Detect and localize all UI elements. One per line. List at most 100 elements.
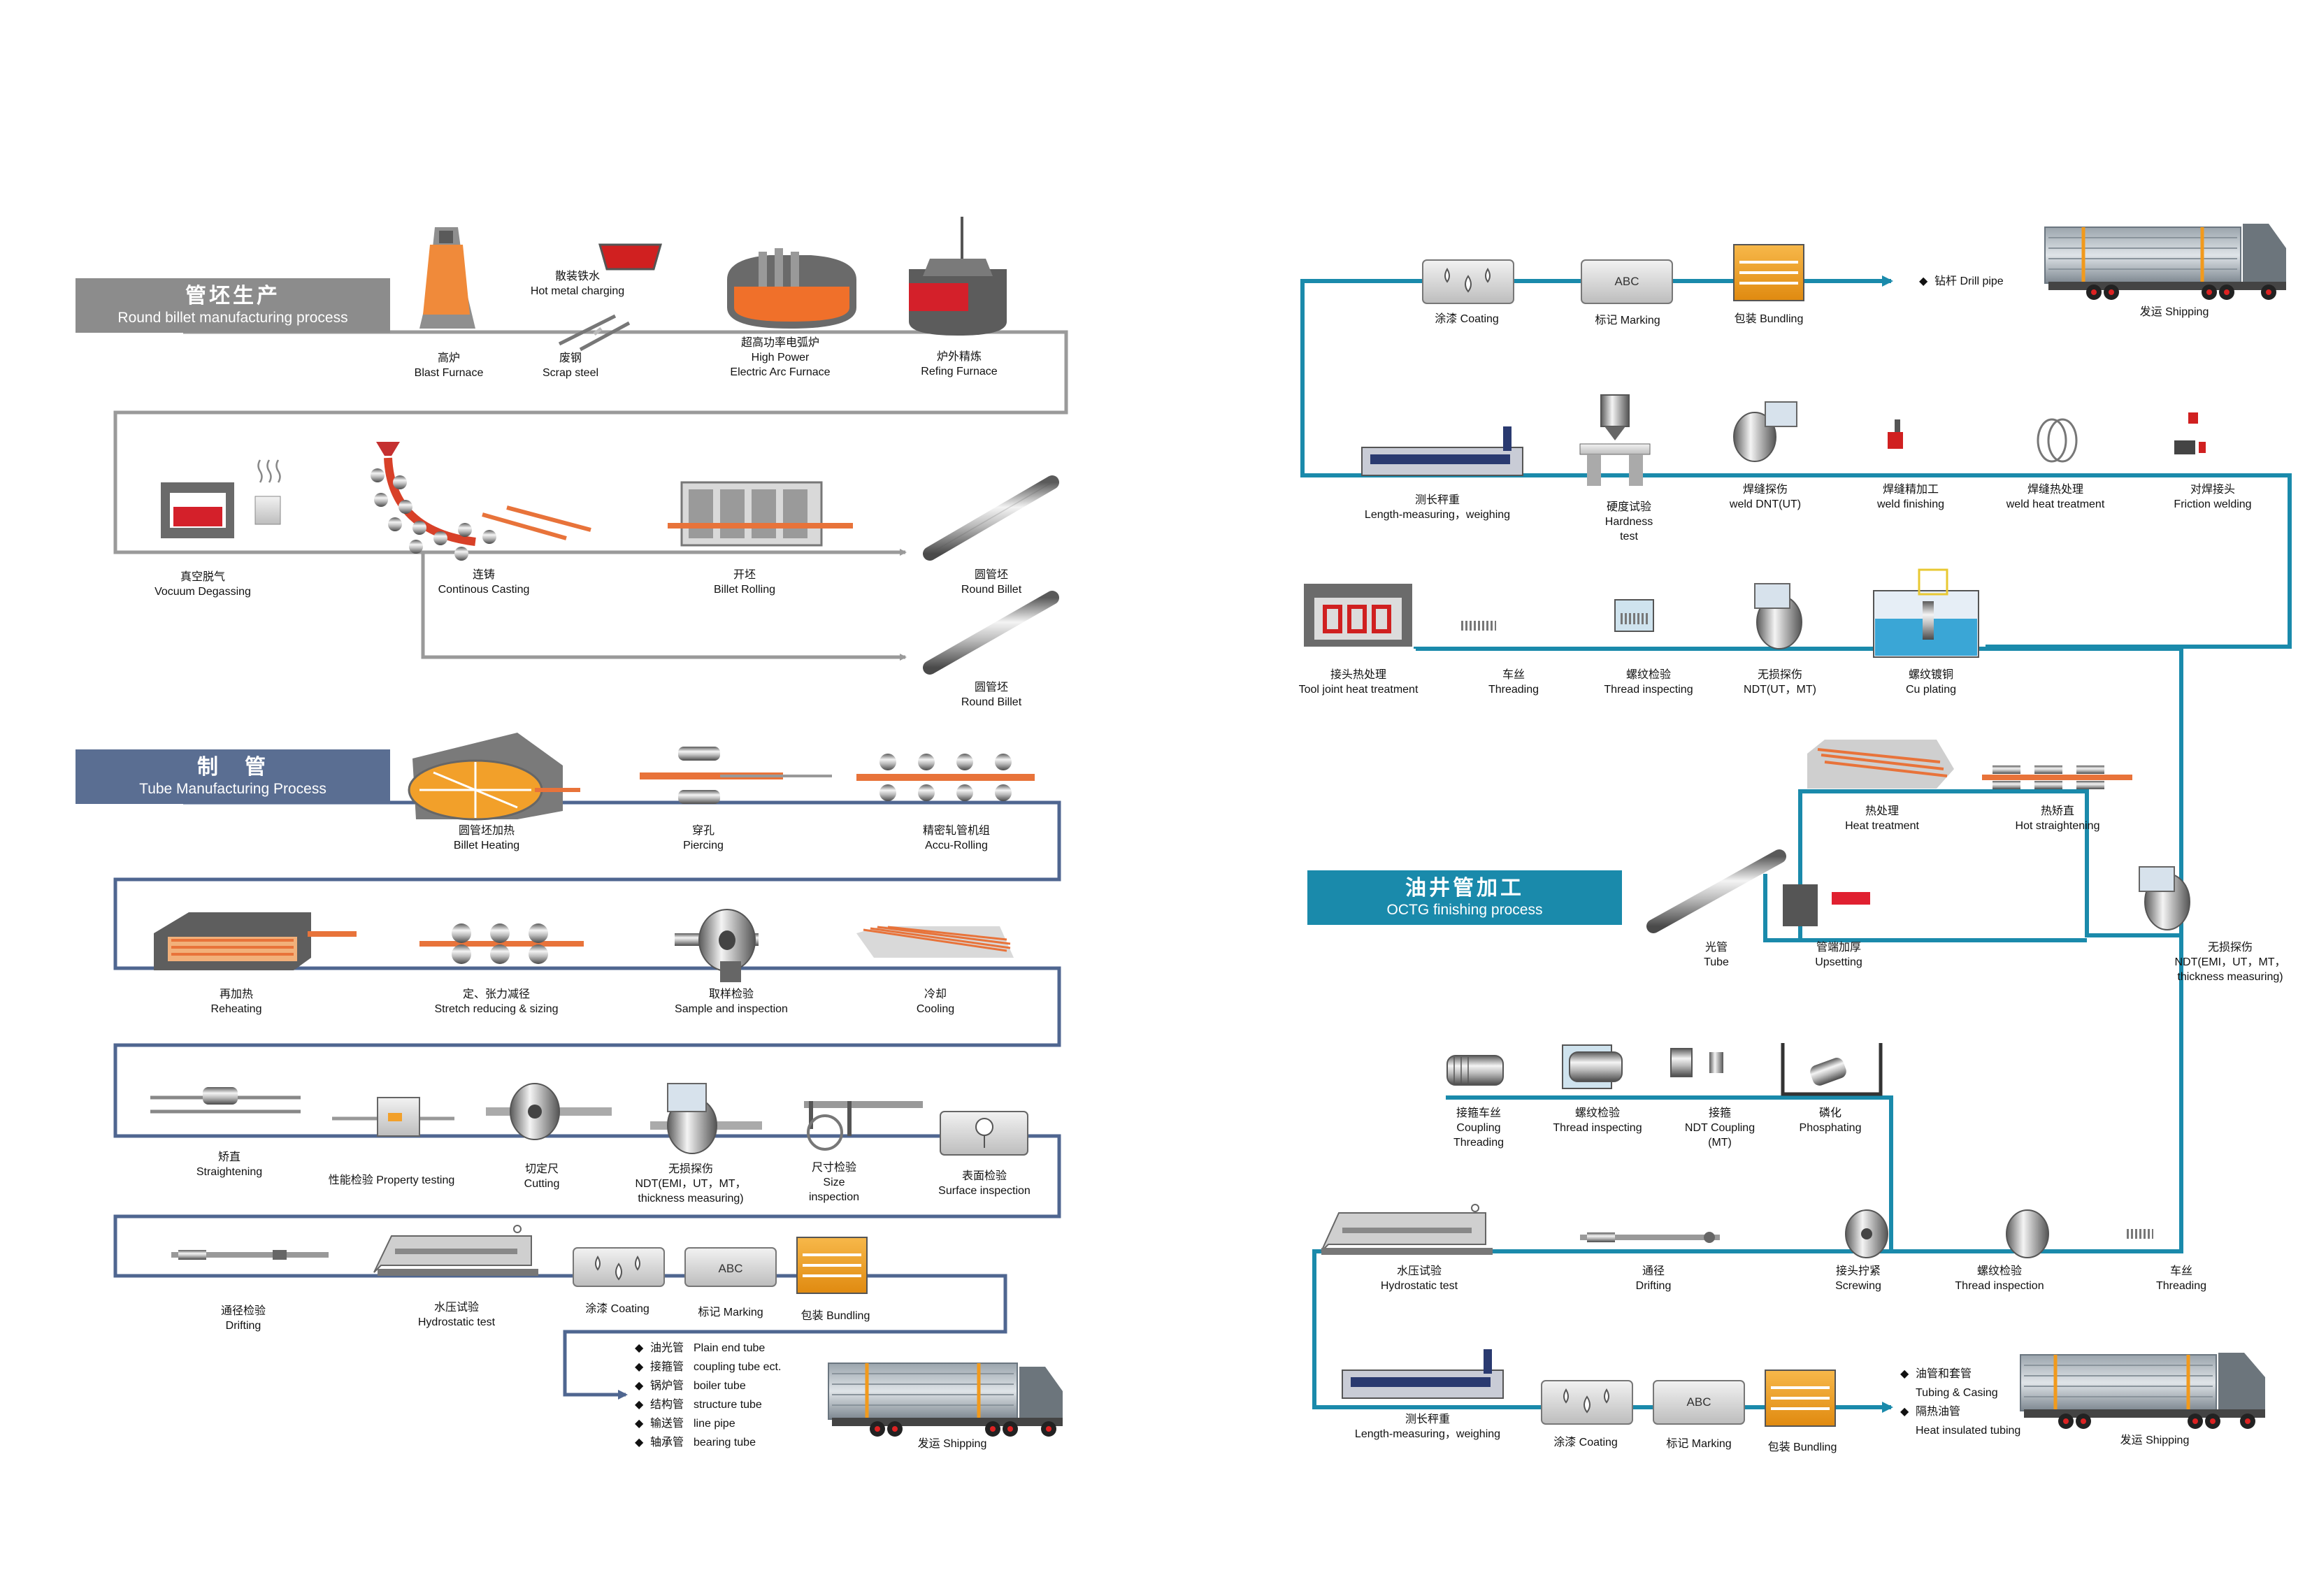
ndt-tube-icon (650, 1083, 762, 1154)
accu-rolling-icon (856, 754, 1035, 801)
tube-flow-lines (113, 800, 1061, 1400)
step-bundling: 包装 Bundling (800, 1310, 870, 1322)
list-item: ◆隔热油管 (1900, 1406, 1961, 1418)
upsetting-icon (1783, 884, 1926, 926)
coating-icon-left (573, 1247, 665, 1287)
thread-inspect-icon-2 (1562, 1044, 1623, 1089)
hardness-test-icon (1579, 394, 1651, 486)
billet-section-title-zh: 管坯生产 (185, 285, 280, 308)
coupling-ndt-icon (1670, 1048, 1751, 1077)
octg-step-shipping-bottom: 发运 Shipping (2120, 1435, 2190, 1446)
bundling-icon-right-bottom (1765, 1369, 1836, 1427)
ndt-icon-1 (1748, 583, 1860, 649)
billet-section-header: 管坯生产 Round billet manufacturing process (76, 278, 390, 333)
reheating-furnace-icon (154, 912, 357, 970)
coupling-threading-icon (1446, 1055, 1504, 1086)
round-billet-icon-2 (923, 591, 1059, 675)
property-testing-icon (332, 1097, 454, 1137)
tube-section-header: 制 管 Tube Manufacturing Process (76, 749, 390, 804)
friction-welding-icon (2171, 412, 2230, 454)
size-inspection-icon (804, 1101, 923, 1151)
cooling-bed-icon (856, 926, 1014, 958)
hot-straightening-icon (1982, 765, 2132, 789)
thread-inspect-icon-1 (1614, 599, 1709, 632)
list-item: Heat insulated tubing (1916, 1425, 2021, 1437)
octg-section-header: 油井管加工 OCTG finishing process (1307, 870, 1622, 925)
billet-rolling-icon (668, 481, 853, 547)
cu-plating-icon (1873, 568, 1979, 658)
drifting-icon-right (1580, 1232, 1720, 1243)
octg-flow-lines (1300, 279, 2292, 1413)
thread-inspect-icon-3 (1951, 1209, 2052, 1258)
octg-step-bundling-2: 包装 Bundling (1767, 1442, 1837, 1453)
scrap-steel-icon (558, 314, 631, 352)
coating-icon-right-bottom (1541, 1380, 1633, 1425)
surface-inspection-icon (940, 1111, 1028, 1156)
octg-step-bundling: 包装 Bundling (1734, 313, 1804, 325)
continuous-casting-icon (371, 442, 591, 561)
straightening-icon (150, 1087, 301, 1114)
electric-arc-furnace-icon (727, 248, 856, 329)
bundling-icon-left (796, 1237, 868, 1294)
octg-section-title-en: OCTG finishing process (1386, 902, 1543, 918)
sample-inspection-icon (675, 909, 759, 982)
hydrostatic-test-icon-left (373, 1225, 538, 1276)
shipping-truck-icon-right-bottom (2020, 1353, 2265, 1429)
screwing-icon (1800, 1209, 1902, 1258)
weld-ndt-icon (1727, 401, 1804, 462)
length-weighing-icon-2 (1342, 1349, 1504, 1399)
octg-step-coating-2: 涂漆 Coating (1553, 1437, 1618, 1448)
marking-stamp-text: ABC (1615, 275, 1639, 288)
octg-step-marking-2: 标记 Marking (1666, 1438, 1732, 1450)
list-item: ◆油管和套管 (1900, 1368, 1972, 1380)
step-property-testing: 性能检验 Property testing (328, 1174, 455, 1186)
weld-heat-treatment-icon (1993, 418, 2097, 463)
weld-finishing-icon (1849, 419, 1951, 449)
coating-icon-right-top (1422, 259, 1514, 304)
marking-icon-right-top: ABC (1581, 259, 1673, 304)
ndt-icon-2 (2139, 866, 2244, 930)
hydrostatic-test-icon-right (1321, 1204, 1493, 1255)
drifting-icon (171, 1250, 329, 1260)
heat-treatment-icon (1807, 740, 1954, 789)
billet-flow-lines (113, 330, 1068, 661)
refining-furnace-icon (909, 217, 1007, 336)
marking-icon-right-bottom: ABC (1653, 1380, 1745, 1425)
billet-section-title-en: Round billet manufacturing process (117, 310, 348, 326)
billet-heating-icon (408, 733, 580, 821)
